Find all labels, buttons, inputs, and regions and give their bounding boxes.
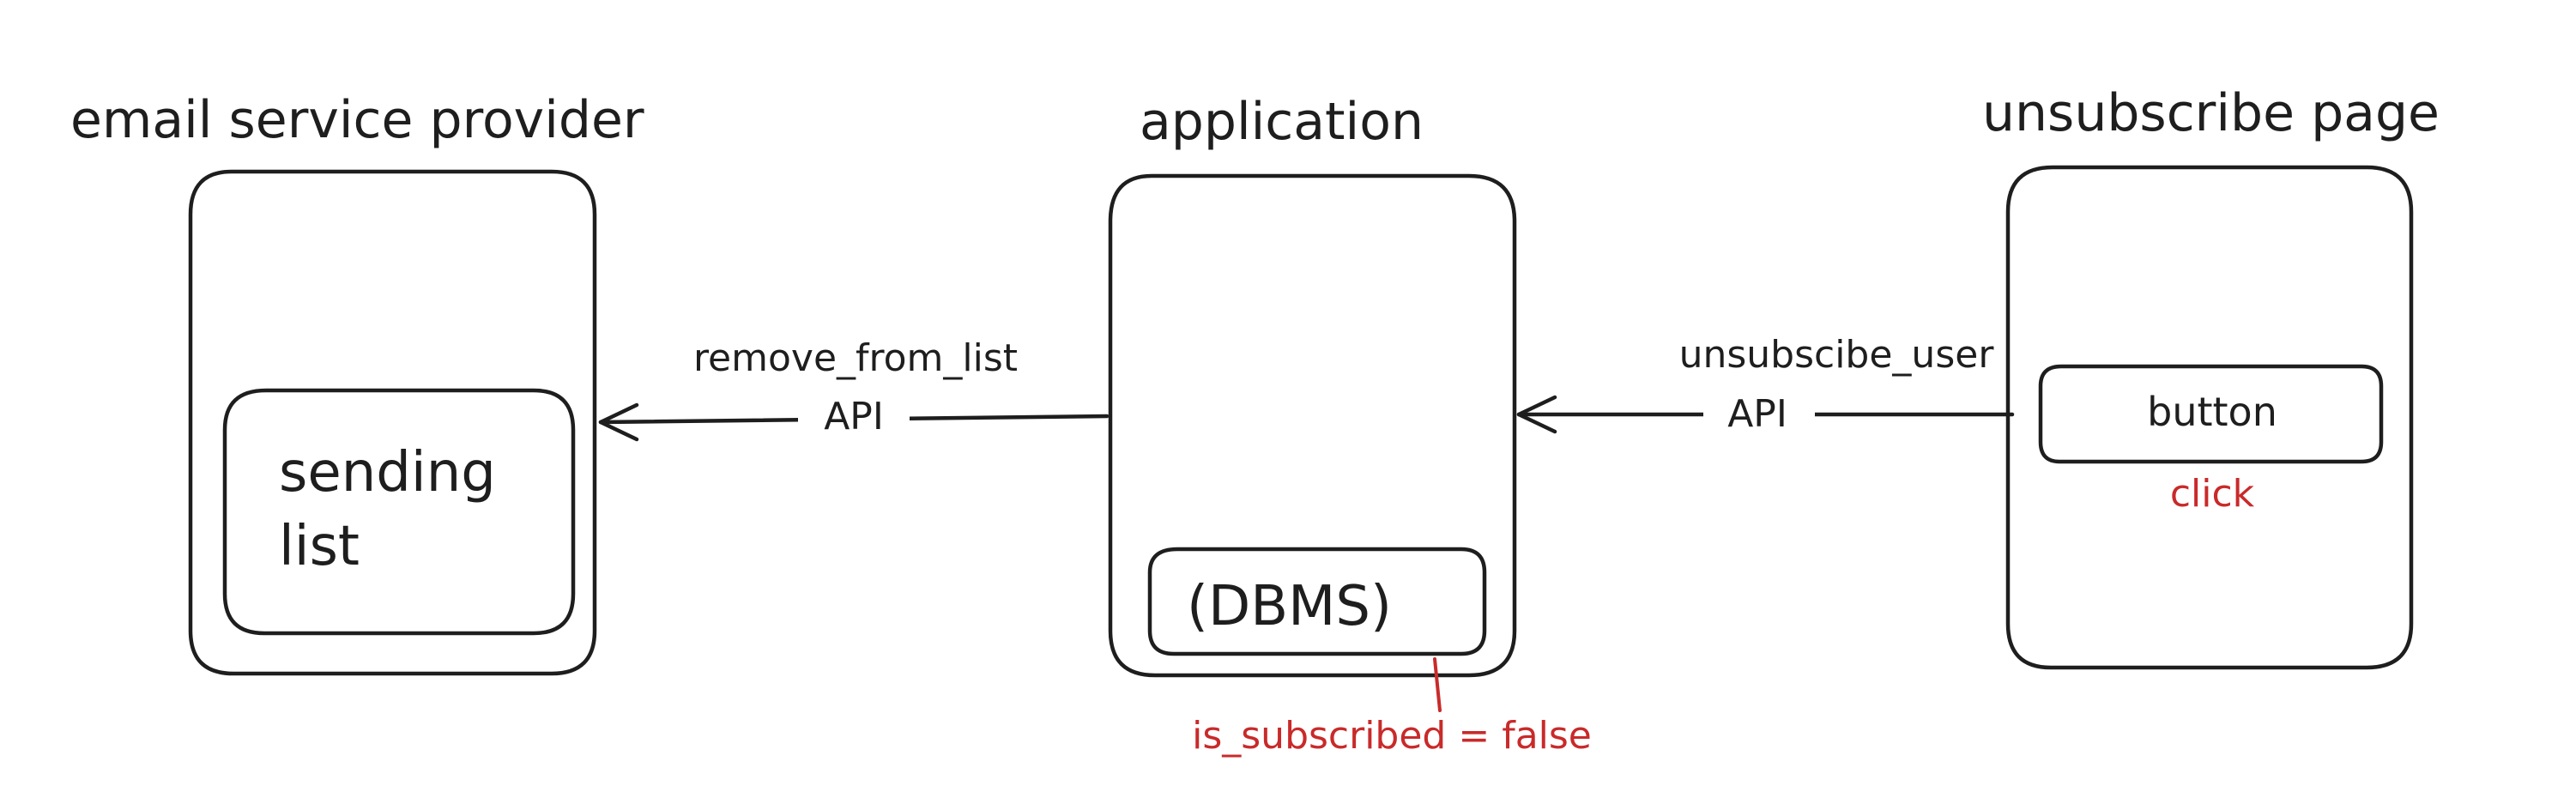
remove-from-list-label: remove_from_list [693, 336, 1018, 380]
sending-list-box [222, 388, 576, 636]
unsubscribe-page-title: unsubscribe page [1982, 83, 2440, 143]
unsubscribe-user-arrowhead [1516, 395, 1557, 434]
email-service-provider-title: email service provider [70, 90, 644, 150]
click-annotation: click [2170, 472, 2255, 516]
annotation-connector-line [1433, 657, 1442, 712]
sending-list-label-line1: sending [279, 441, 496, 505]
application-title: application [1140, 92, 1424, 152]
unsubscribe-user-api-label: API [1727, 392, 1787, 436]
unsubscribe-page-node: unsubscribe page button click [1982, 83, 2440, 670]
unsubscribe-page-box [2005, 165, 2414, 670]
remove-from-list-api-label: API [824, 395, 884, 438]
edge-remove-from-list: remove_from_list API [598, 336, 1110, 443]
dbms-label: (DBMS) [1187, 575, 1392, 638]
email-service-provider-box [188, 169, 597, 676]
is-subscribed-annotation: is_subscribed = false [1192, 714, 1592, 758]
application-node: application (DBMS) [1108, 92, 1517, 678]
edge-unsubscribe-user: unsubscibe_user API [1516, 333, 2015, 440]
remove-from-list-arrowhead [598, 402, 639, 442]
email-service-provider-node: email service provider sending list [70, 90, 644, 676]
dbms-annotation: is_subscribed = false [1192, 657, 1592, 758]
application-box [1108, 173, 1517, 678]
sending-list-label-line2: list [279, 515, 360, 578]
button-box[interactable] [2038, 364, 2384, 464]
button-label: button [2147, 389, 2277, 435]
dbms-box [1147, 547, 1487, 656]
unsubscribe-user-label: unsubscibe_user [1679, 333, 1995, 377]
